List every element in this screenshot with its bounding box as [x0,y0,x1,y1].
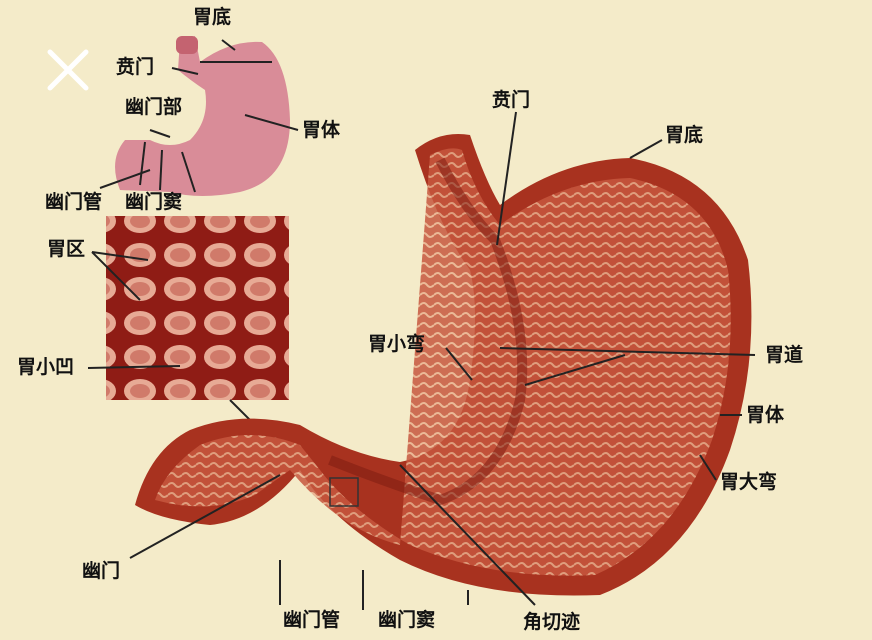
label-angular-incisure: 角切迹 [523,611,581,633]
label-cardia: 贲门 [492,89,531,111]
overview-label-pyloric-part: 幽门部 [125,96,183,118]
label-lesser-curvature: 胃小弯 [368,333,426,355]
overview-label-pyloric-canal: 幽门管 [45,191,103,213]
label-body: 胃体 [746,404,785,426]
overview-stomach [99,36,299,196]
overview-label-cardia: 贲门 [116,56,155,78]
mucosa-label-gastric-pit: 胃小凹 [17,356,75,378]
label-pylorus: 幽门 [82,560,121,582]
label-gastric-canal: 胃道 [765,344,804,366]
overview-label-pyloric-antrum: 幽门窦 [125,191,183,213]
mucosa-label-gastric-area: 胃区 [47,238,86,260]
label-greater-curvature: 胃大弯 [720,471,778,493]
close-x-icon[interactable] [44,46,92,94]
label-fundus: 胃底 [665,124,704,146]
main-stomach [129,111,756,610]
label-pyloric-antrum: 幽门窦 [378,609,436,631]
overview-label-body: 胃体 [302,119,341,141]
overview-label-fundus: 胃底 [193,6,232,28]
mucosa-inset [87,214,291,451]
label-pyloric-canal: 幽门管 [283,609,341,631]
